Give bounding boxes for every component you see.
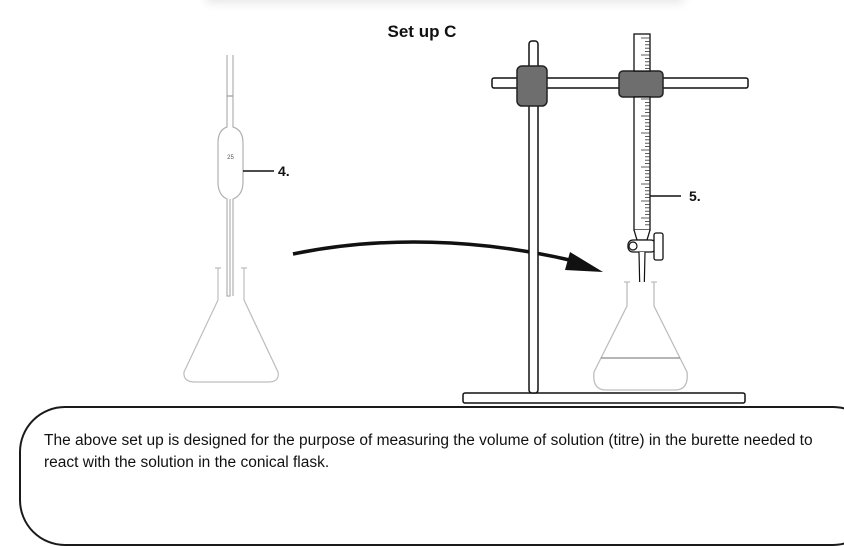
pipette-volume-mark: 25 (227, 155, 234, 161)
retort-stand (462, 40, 749, 404)
burette-label-pointer: 5. (650, 188, 701, 204)
pipette-label: 4. (278, 163, 290, 179)
caption-text: The above set up is designed for the pur… (44, 432, 813, 471)
caption-box (19, 406, 844, 546)
pipette-label-pointer: 4. (243, 163, 290, 179)
titration-diagram: 25 4. (183, 33, 749, 404)
right-conical-flask (593, 281, 688, 391)
burette-clamp (618, 70, 664, 98)
burette-label: 5. (689, 188, 701, 204)
diagram-title: Set up C (387, 22, 457, 41)
pipette: 25 (217, 55, 244, 297)
boss-clamp (516, 65, 548, 107)
left-conical-flask (183, 267, 279, 383)
burette (627, 33, 664, 299)
transfer-arrow (292, 240, 603, 272)
